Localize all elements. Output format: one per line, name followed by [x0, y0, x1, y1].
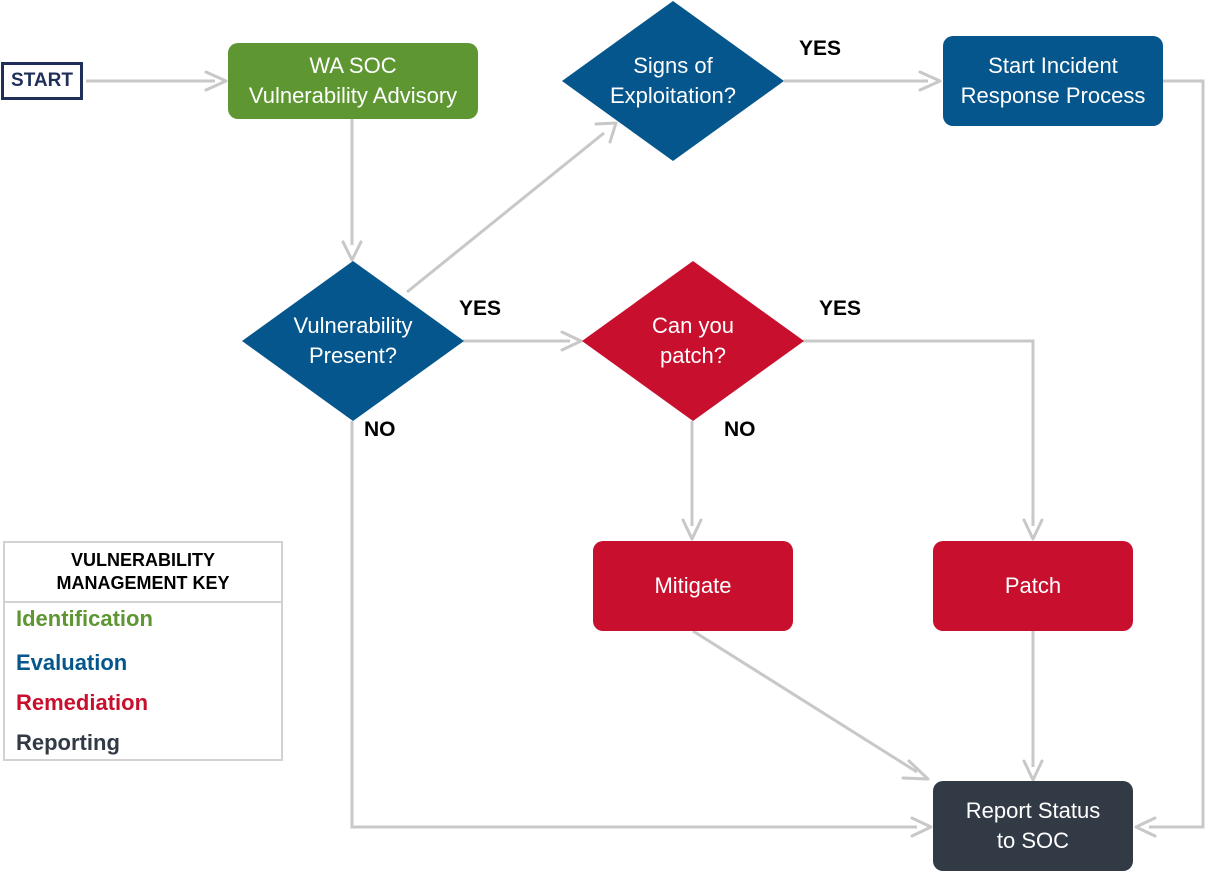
- legend-item-reporting: Reporting: [16, 730, 120, 755]
- arrowhead: [910, 816, 933, 838]
- decision-label: Vulnerability Present?: [293, 313, 413, 368]
- diamond-shape: [242, 261, 464, 421]
- arrowhead: [1022, 518, 1044, 541]
- legend-title: VULNERABILITY MANAGEMENT KEY: [5, 543, 281, 603]
- arrowhead: [681, 518, 703, 541]
- node-vulnerability-advisory: WA SOC Vulnerability Advisory: [228, 43, 478, 119]
- decision-label: Signs of Exploitation?: [610, 53, 736, 108]
- arrowhead: [1134, 816, 1157, 838]
- label-can-patch-yes: YES: [819, 297, 862, 320]
- decision-can-you-patch: Can you patch?: [582, 261, 804, 421]
- edge-can-patch-to-patch: [803, 339, 1035, 526]
- legend-item-evaluation: Evaluation: [16, 650, 128, 675]
- legend-item-identification: Identification: [16, 606, 153, 631]
- arrowhead: [901, 759, 930, 781]
- arrowhead: [341, 240, 363, 262]
- label-vulnerability-yes: YES: [459, 297, 502, 320]
- start-box: START: [1, 62, 83, 100]
- diamond-shape: [562, 1, 784, 161]
- node-patch: Patch: [933, 541, 1133, 631]
- node-mitigate: Mitigate: [593, 541, 793, 631]
- node-report-status: Report Status to SOC: [933, 781, 1133, 871]
- node-start-incident-response: Start Incident Response Process: [943, 36, 1163, 126]
- arrowhead: [560, 330, 583, 352]
- label-can-patch-no: NO: [724, 418, 756, 441]
- edge-vuln-no-to-report: [350, 421, 917, 829]
- edge-incident-to-report: [1149, 79, 1205, 829]
- arrowhead: [594, 121, 618, 144]
- label-exploitation-yes: YES: [799, 37, 842, 60]
- edge-mitigate-to-report: [692, 629, 918, 774]
- decision-vulnerability-present: Vulnerability Present?: [242, 261, 464, 421]
- decision-signs-of-exploitation: Signs of Exploitation?: [562, 1, 784, 161]
- arrowhead: [918, 70, 942, 92]
- edge-vuln-to-exploitation: [406, 131, 605, 294]
- diamond-shape: [582, 261, 804, 421]
- label-vulnerability-no: NO: [364, 418, 396, 441]
- legend-box: VULNERABILITY MANAGEMENT KEY Identificat…: [3, 541, 283, 761]
- arrowhead: [1022, 759, 1044, 782]
- legend-item-remediation: Remediation: [16, 690, 149, 715]
- decision-label: Can you patch?: [652, 313, 734, 368]
- arrowhead: [204, 70, 228, 92]
